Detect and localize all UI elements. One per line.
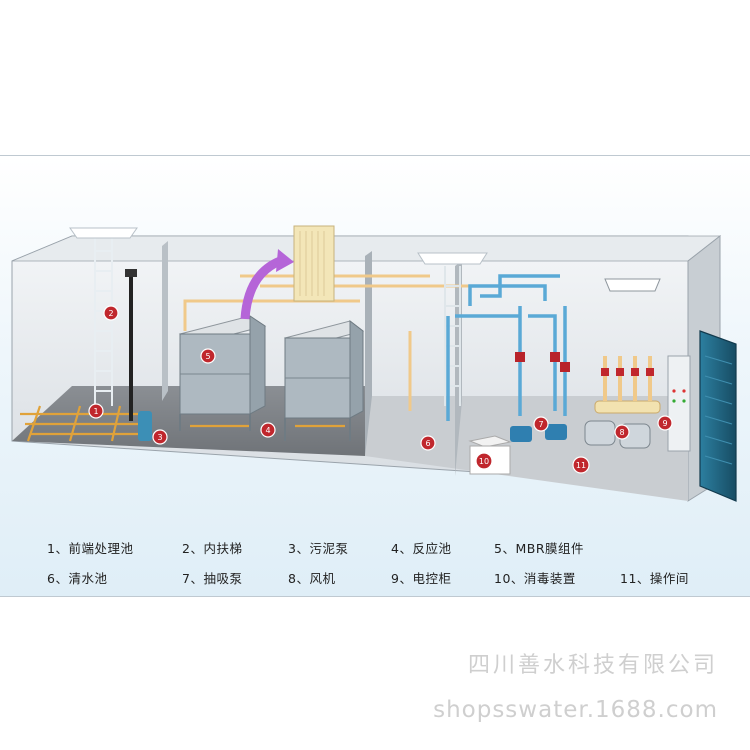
marker-9: 9 [657,415,673,431]
svg-text:7: 7 [538,420,543,429]
legend-item-10: 10、消毒装置 [494,571,576,586]
svg-text:1: 1 [93,407,98,416]
mbr-module-1 [178,315,267,431]
mbr-module-2 [283,319,365,441]
valves [515,352,570,372]
container-door [699,330,737,502]
marker-2: 2 [103,305,119,321]
svg-text:3: 3 [157,433,162,442]
legend-item-8: 8、风机 [288,571,336,586]
marker-5: 5 [200,348,216,364]
watermark-url: shopsswater.1688.com [433,697,718,723]
sludge-pump [138,411,152,441]
roof-vent [604,278,661,292]
control-cabinet [667,355,691,452]
svg-text:11: 11 [576,461,586,470]
blower-manifold [594,356,661,414]
legend-item-3: 3、污泥泵 [288,541,349,556]
legend-item-11: 11、操作间 [620,571,689,586]
svg-text:9: 9 [662,419,667,428]
svg-text:10: 10 [479,457,489,466]
svg-text:2: 2 [108,309,113,318]
svg-text:5: 5 [205,352,210,361]
pipe-valve [125,269,137,277]
legend-item-6: 6、清水池 [47,571,108,586]
partition-1 [162,241,168,401]
hatch-left [69,227,138,239]
legend-item-1: 1、前端处理池 [47,541,134,556]
legend-item-2: 2、内扶梯 [182,541,243,556]
partition-2 [365,251,372,456]
watermark-company: 四川善水科技有限公司 [467,653,718,678]
marker-1: 1 [88,403,104,419]
svg-text:4: 4 [265,426,270,435]
equipment-illustration: 1 2 3 4 5 6 7 8 9 10 11 [11,225,737,502]
diagram-panel: 1 2 3 4 5 6 7 8 9 10 11 1、前端处理池 2、内扶梯 3、… [0,155,750,597]
svg-text:8: 8 [619,428,624,437]
marker-3: 3 [152,429,168,445]
marker-6: 6 [420,435,436,451]
legend-item-4: 4、反应池 [391,541,452,556]
marker-11: 11 [572,456,590,474]
legend-item-9: 9、电控柜 [391,571,452,586]
membrane-element [293,225,335,302]
lift-arrow [240,249,294,320]
svg-text:6: 6 [425,439,430,448]
marker-10: 10 [475,452,493,470]
legend: 1、前端处理池 2、内扶梯 3、污泥泵 4、反应池 5、MBR膜组件 6、清水池… [0,531,750,591]
tank-floor [12,386,365,456]
marker-7: 7 [533,416,549,432]
aeration-pipes [20,405,345,442]
marker-4: 4 [260,422,276,438]
suction-pumps [510,424,567,442]
legend-item-5: 5、MBR膜组件 [494,541,584,556]
legend-item-7: 7、抽吸泵 [182,571,243,586]
hatch-right [417,252,488,265]
marker-8: 8 [614,424,630,440]
